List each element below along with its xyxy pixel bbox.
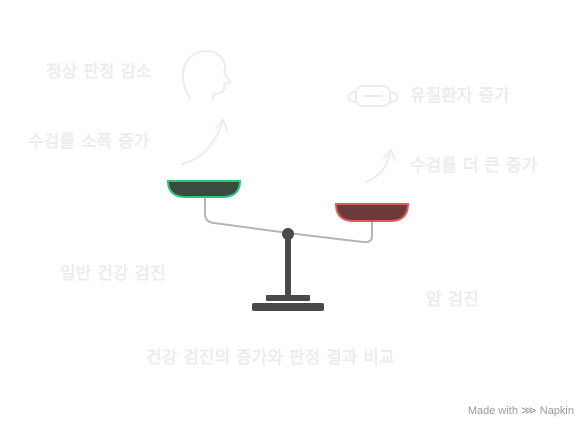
made-with-text: Made with [467, 405, 518, 417]
scale-post [285, 234, 291, 296]
face-mask-icon [347, 85, 399, 107]
label-larger-increase: 수검률 더 큰 증가 [410, 156, 538, 176]
napkin-brand: Napkin [539, 405, 574, 417]
left-pan [166, 180, 242, 198]
scale-base-bottom [252, 303, 324, 311]
scale-base-top [266, 295, 310, 301]
napkin-logo-icon: ⋙ [521, 405, 537, 417]
made-with-napkin-footer: Made with ⋙ Napkin [468, 404, 574, 417]
label-cancer-screening: 암 검진 [426, 290, 479, 310]
label-normal-decrease: 정상 판정 감소 [46, 62, 152, 82]
up-right-arrow-icon [365, 148, 396, 183]
label-general-checkup: 일반 건강 검진 [60, 264, 166, 284]
diagram-caption: 건강 검진의 증가와 판정 결과 비교 [146, 348, 395, 368]
scale-pivot [282, 228, 294, 240]
right-pan [334, 203, 410, 222]
head-profile-icon [182, 50, 232, 101]
label-patient-increase: 유질환자 증가 [410, 86, 510, 106]
up-right-arrow-icon [181, 118, 228, 165]
label-small-increase: 수검률 소폭 증가 [28, 132, 150, 152]
